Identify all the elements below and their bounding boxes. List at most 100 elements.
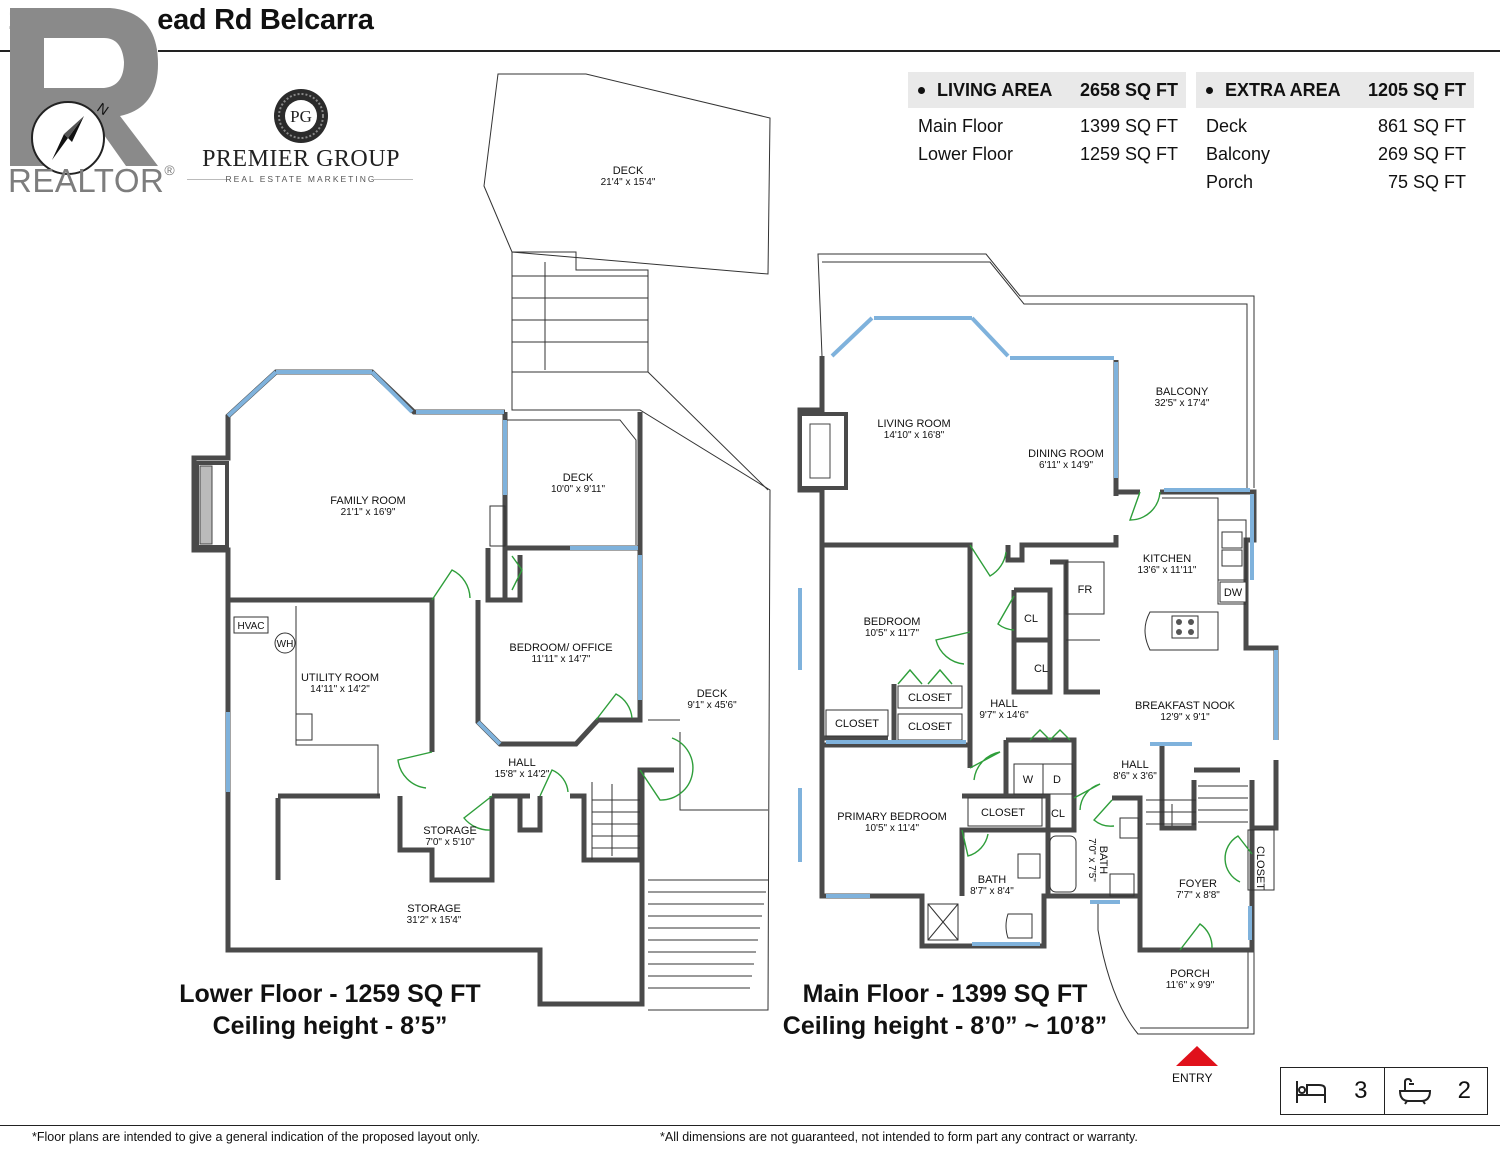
closet-label: CL <box>1034 663 1048 675</box>
room-name: BEDROOM/ OFFICE <box>509 642 612 654</box>
living-area-heading: LIVING AREA <box>937 79 1053 100</box>
room-name: DINING ROOM <box>1028 448 1104 460</box>
closet-label: CLOSET <box>1254 846 1266 890</box>
room-name: PORCH <box>1170 968 1210 980</box>
fridge-label: FR <box>1078 584 1093 596</box>
room-name: PRIMARY BEDROOM <box>837 811 947 823</box>
bathtub-icon <box>1398 1077 1431 1105</box>
main-balcony-outline <box>817 253 1255 488</box>
lower-floor-area: Lower Floor - 1259 SQ FT <box>179 980 481 1008</box>
closet-label: CLOSET <box>835 718 879 730</box>
room-name: HALL <box>990 698 1018 710</box>
room-dims: 13'6" x 11'11" <box>1138 565 1197 576</box>
room-dims: 7'0" x 5'10" <box>425 837 475 848</box>
realtor-logo: N <box>10 8 158 175</box>
room-dims: 7'0" x 7'5" <box>1086 838 1097 882</box>
lower-floor-ceiling: Ceiling height - 8’5” <box>212 1012 448 1040</box>
entry-label: ENTRY <box>1172 1071 1213 1085</box>
room-dims: 21'4" x 15'4" <box>601 177 656 188</box>
pg-initials: PG <box>290 107 312 126</box>
lower-floor-caption: Lower Floor - 1259 SQ FT Ceiling height … <box>160 978 500 1042</box>
room-name: BALCONY <box>1156 386 1209 398</box>
main-doors <box>897 491 1253 951</box>
room-name: BATH <box>978 874 1007 886</box>
room-name: DECK <box>697 688 728 700</box>
room-name: UTILITY ROOM <box>301 672 379 684</box>
room-dims: 10'5" x 11'4" <box>865 823 920 834</box>
room-name: DECK <box>563 472 594 484</box>
room-name: HALL <box>1121 759 1149 771</box>
room-dims: 14'11" x 14'2" <box>310 684 370 695</box>
closet-label: CL <box>1024 613 1038 625</box>
brand-subtitle: REAL ESTATE MARKETING <box>225 174 377 184</box>
lower-interior-stairs <box>591 782 640 860</box>
main-stairs <box>1146 785 1248 826</box>
lower-room-labels: DECK 21'4" x 15'4" FAMILY ROOM 21'1" x 1… <box>233 165 737 926</box>
living-area-total: 2658 SQ FT <box>1079 79 1178 100</box>
room-name: STORAGE <box>407 903 461 915</box>
realtor-wordmark: REALTOR® <box>8 162 176 199</box>
bathrooms-count: 2 <box>1385 1068 1488 1114</box>
bedrooms-count: 3 <box>1281 1068 1385 1114</box>
main-floor-walls <box>797 356 1279 953</box>
dishwasher <box>1219 581 1247 603</box>
pg-seal-icon: PG <box>274 89 328 143</box>
washer-label: W <box>1023 774 1034 786</box>
room-dims: 8'6" x 3'6" <box>1113 771 1157 782</box>
room-name: DECK <box>613 165 644 177</box>
bullet-icon <box>918 87 925 95</box>
room-dims: 10'0" x 9'11" <box>551 484 606 495</box>
closet-label: CLOSET <box>908 692 952 704</box>
bed-bath-summary: 3 2 <box>1280 1067 1488 1115</box>
room-name: HALL <box>508 757 536 769</box>
main-porch-outline <box>1097 904 1255 1035</box>
closet-label: CLOSET <box>908 721 952 733</box>
stove-icon <box>1176 619 1194 635</box>
living-area-header: LIVING AREA 2658 SQ FT <box>908 72 1186 108</box>
room-name: FOYER <box>1179 878 1217 890</box>
hvac-unit <box>233 616 269 634</box>
room-dims: 8'7" x 8'4" <box>970 886 1014 897</box>
main-floor-area: Main Floor - 1399 SQ FT <box>802 980 1088 1008</box>
entry-marker-icon <box>1176 1046 1218 1066</box>
closet-label: CL <box>1051 808 1065 820</box>
extra-area-total: 1205 SQ FT <box>1367 79 1466 100</box>
room-dims: 10'5" x 11'7" <box>865 628 920 639</box>
room-dims: 32'5" x 17'4" <box>1155 398 1210 409</box>
brand-rule-right <box>373 179 413 180</box>
lower-doors <box>397 555 694 831</box>
room-dims: 14'10" x 16'8" <box>884 430 945 441</box>
bullet-icon <box>1206 87 1213 95</box>
room-dims: 11'11" x 14'7" <box>532 654 591 665</box>
footer-divider <box>0 1125 1500 1126</box>
hvac-label: HVAC <box>237 621 264 632</box>
room-dims: 9'1" x 45'6" <box>687 700 737 711</box>
lower-deck-stairs <box>648 879 768 989</box>
main-windows <box>798 316 1278 946</box>
brand-rule-left <box>187 179 227 180</box>
water-heater-icon <box>274 632 296 654</box>
footer-disclaimer-right: *All dimensions are not guaranteed, not … <box>660 1130 1138 1144</box>
room-name: BATH <box>1097 846 1109 875</box>
main-room-labels: LIVING ROOM 14'10" x 16'8" DINING ROOM 6… <box>835 386 1266 991</box>
lower-upper-deck-outline <box>483 73 771 275</box>
lower-long-deck-outline <box>511 252 771 1011</box>
bed-icon <box>1296 1081 1326 1103</box>
dryer-label: D <box>1053 774 1061 786</box>
extra-area-header: EXTRA AREA 1205 SQ FT <box>1196 72 1474 108</box>
room-dims: 11'6" x 9'9" <box>1166 980 1215 991</box>
room-dims: 12'9" x 9'1" <box>1160 712 1210 723</box>
main-floor-caption: Main Floor - 1399 SQ FT Ceiling height -… <box>770 978 1120 1042</box>
room-dims: 15'8" x 14'2" <box>495 769 550 780</box>
lower-windows <box>226 370 642 792</box>
room-name: LIVING ROOM <box>877 418 950 430</box>
room-dims: 7'7" x 8'8" <box>1176 890 1220 901</box>
closet-label: CLOSET <box>981 807 1025 819</box>
